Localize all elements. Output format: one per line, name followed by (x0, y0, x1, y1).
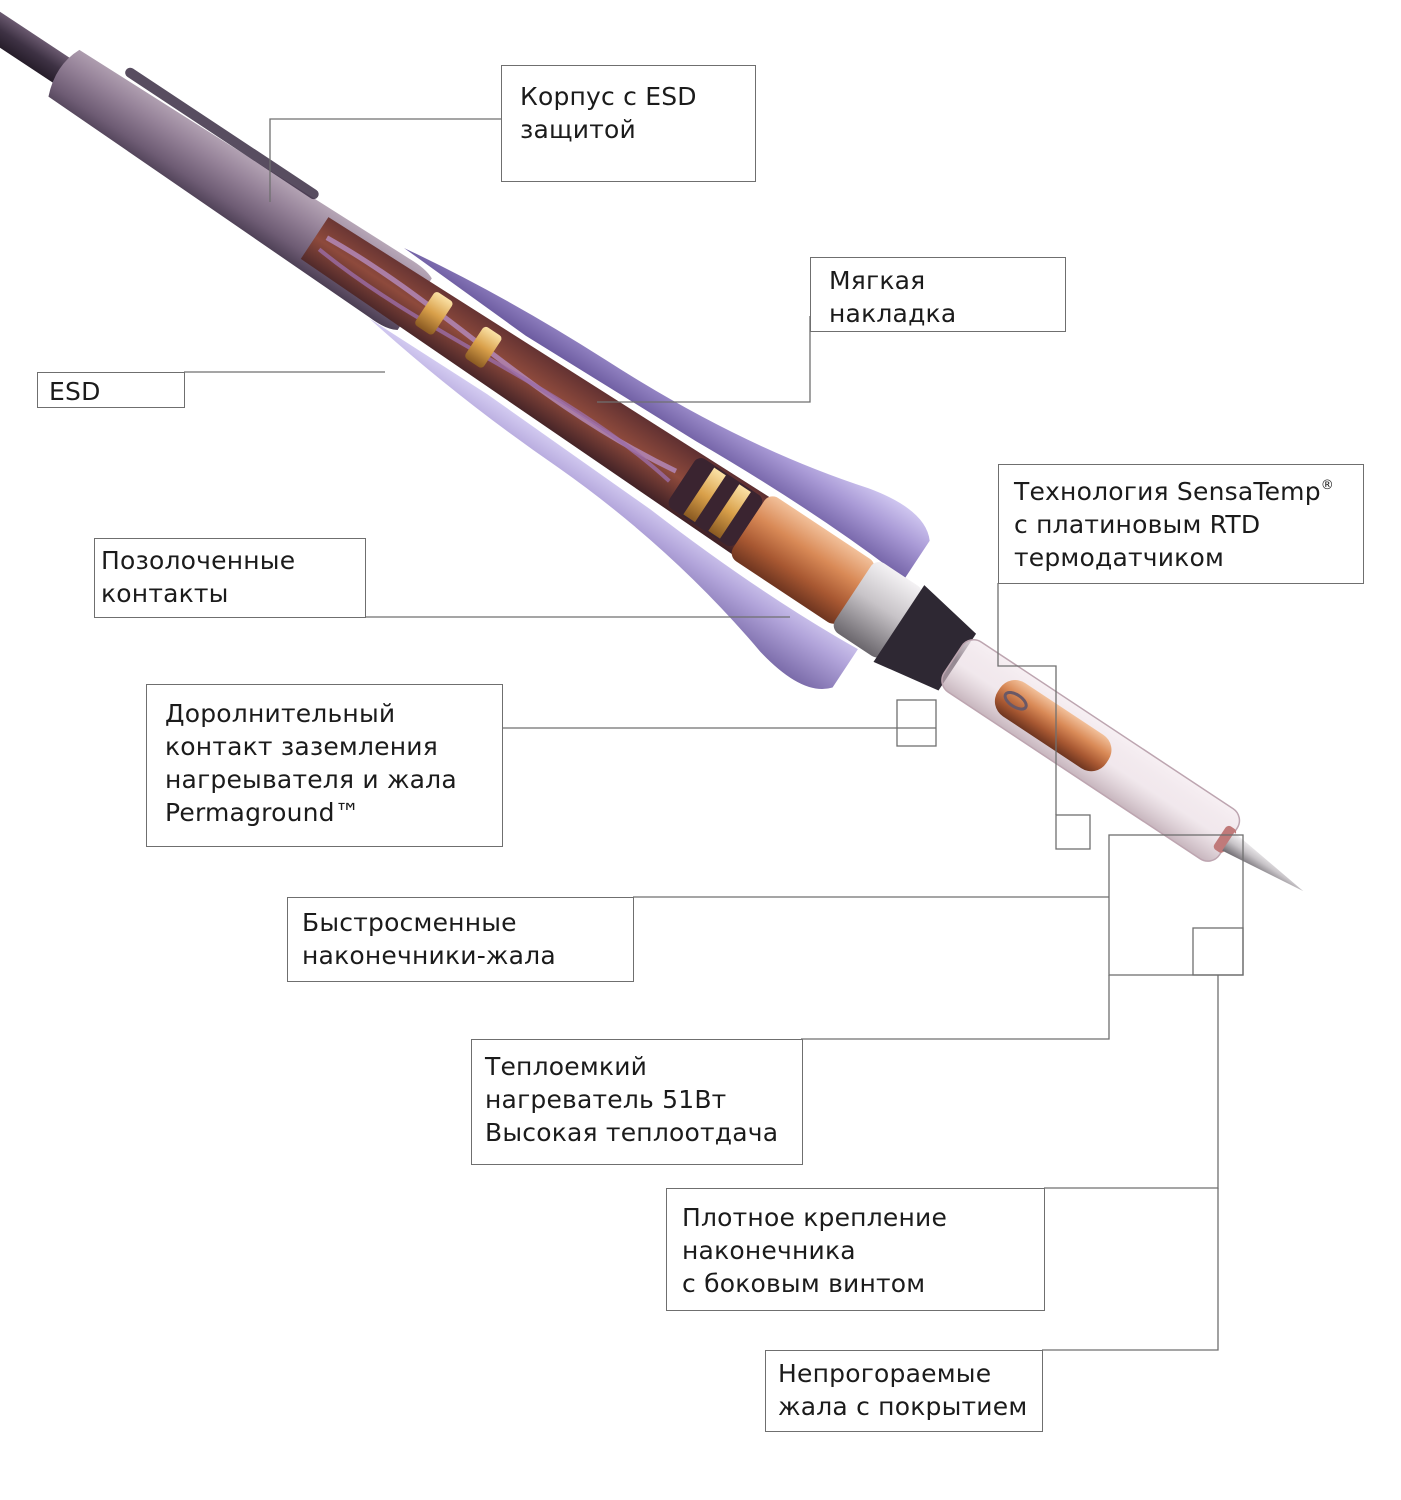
callout-line: Позолоченные (101, 546, 296, 575)
callout-coated-tips: Непрогораемые жала с покрытием (765, 1350, 1043, 1432)
ground-contact-spring (1003, 690, 1028, 711)
gold-contact-ring-1 (683, 467, 726, 523)
callout-tight-mount: Плотное крепление наконечника с боковым … (666, 1188, 1045, 1311)
internal-wire-2 (317, 247, 671, 483)
power-cord (0, 10, 82, 91)
callout-permaground: Доролнительный контакт заземления нагреы… (146, 684, 503, 847)
callout-line: Доролнительный (165, 699, 396, 728)
leader-coated-tips (1042, 1188, 1219, 1351)
leader-heater (801, 975, 1110, 1040)
callout-line: Технология SensaTemp® (1014, 475, 1349, 508)
connector-block (668, 458, 763, 547)
callout-line: Теплоемкий (485, 1052, 648, 1081)
callout-line: с платиновым RTD (1014, 510, 1261, 539)
callout-housing-esd: Корпус с ESD защитой (501, 65, 756, 182)
soft-grip-lower (369, 318, 858, 689)
callout-line: Высокая теплоотдача (485, 1118, 779, 1147)
gold-contact-2 (465, 326, 502, 368)
leader-soft-grip (597, 316, 811, 403)
callout-line: Непрогораемые (778, 1359, 992, 1388)
callout-line: жала с покрытием (778, 1392, 1028, 1421)
callout-line: термодатчиком (1014, 543, 1225, 572)
copper-heater-sleeve (731, 496, 875, 624)
callout-line: нагреывателя и жала (165, 765, 457, 794)
leader-lines (184, 118, 1244, 1351)
leader-sensatemp-box (1055, 814, 1091, 850)
callout-line: Быстросменные (302, 908, 517, 937)
leader-tip-box (1192, 927, 1244, 976)
callout-line: накладка (829, 299, 957, 328)
leader-tight-mount (1044, 975, 1219, 1189)
callout-line: контакт заземления (165, 732, 438, 761)
callout-heater: Теплоемкий нагреватель 51Вт Высокая тепл… (471, 1039, 803, 1165)
callout-line: Корпус с ESD (520, 82, 697, 111)
callout-line: нагреватель 51Вт (485, 1085, 727, 1114)
callout-line: с боковым винтом (682, 1269, 926, 1298)
soldering-tip (1222, 832, 1304, 892)
callout-line: Мягкая (829, 266, 926, 295)
leader-quick-tips-box (1108, 834, 1244, 976)
callout-line: защитой (520, 115, 636, 144)
callout-line: ESD (49, 377, 101, 406)
callout-gold-contacts: Позолоченные контакты (94, 538, 366, 618)
leader-sensatemp (997, 583, 1057, 815)
callout-line-text: Технология SensaTemp (1014, 477, 1321, 506)
gold-contact-ring-2 (708, 484, 751, 539)
callout-quick-tips: Быстросменные наконечники-жала (287, 897, 634, 982)
leader-permaground-box (896, 699, 937, 747)
callout-sensatemp: Технология SensaTemp® с платиновым RTD т… (998, 464, 1364, 584)
callout-line: Permaground™ (165, 798, 360, 827)
callout-line: наконечники-жала (302, 941, 556, 970)
leader-housing (269, 118, 501, 202)
callout-esd: ESD (37, 372, 185, 408)
registered-mark: ® (1320, 478, 1334, 493)
steel-collar (833, 561, 923, 658)
callout-line: контакты (101, 579, 229, 608)
callout-line: Плотное крепление (682, 1203, 948, 1232)
gold-contact-1 (415, 292, 453, 335)
callout-line: наконечника (682, 1236, 856, 1265)
tip-ring (1213, 825, 1237, 853)
callout-soft-grip: Мягкая накладка (810, 257, 1066, 332)
soft-grip (403, 247, 930, 580)
